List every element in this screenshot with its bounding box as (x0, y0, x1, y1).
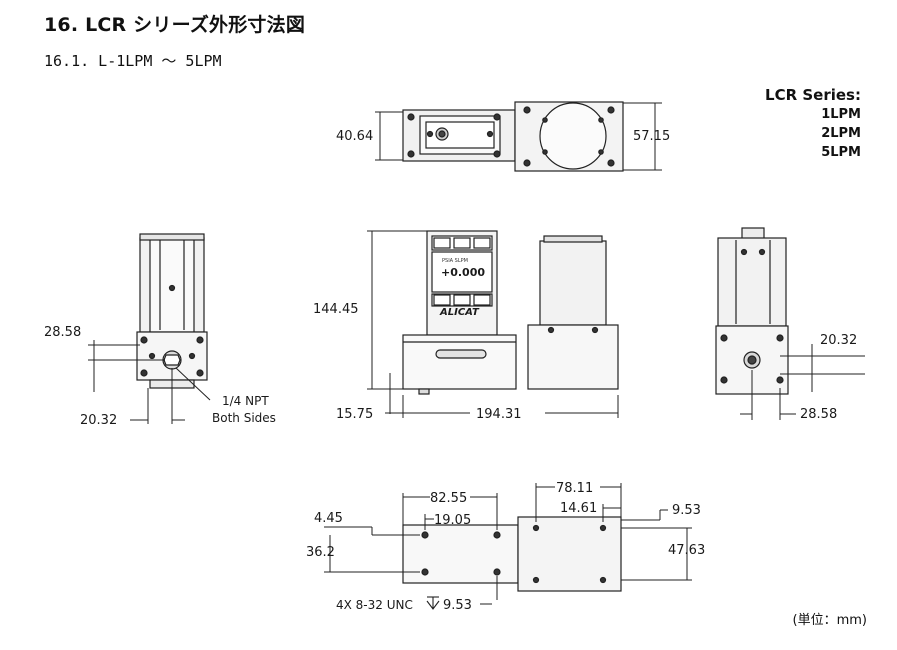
dim-bottom-362: 36.2 (306, 545, 335, 560)
section-title: 16.1. L-1LPM ～ 5LPM (44, 52, 222, 70)
right-side-dims (740, 344, 865, 420)
left-side-dims (88, 340, 211, 424)
display-brand: ALICAT (439, 307, 480, 318)
left-side-view (136, 233, 208, 389)
thread-depth: 9.53 (443, 598, 472, 613)
top-view-dims (375, 102, 662, 171)
front-view-dims (367, 230, 619, 418)
dim-front-base: 15.75 (336, 407, 373, 422)
dim-bottom-445: 4.45 (314, 511, 343, 526)
npt-label-line1: 1/4 NPT (222, 394, 269, 408)
front-view (402, 230, 619, 395)
dim-side-port-height: 28.58 (44, 325, 81, 340)
dim-bottom-1461: 14.61 (560, 501, 597, 516)
page-title: 16. LCR シリーズ外形寸法図 (44, 14, 306, 36)
right-side-view (715, 227, 789, 395)
series-model-1: 1LPM (821, 107, 861, 122)
series-model-2: 2LPM (821, 126, 861, 141)
top-view (402, 101, 624, 172)
unit-note: (単位：mm) (792, 613, 867, 628)
dim-bottom-953: 9.53 (672, 503, 701, 518)
dim-bottom-7811: 78.11 (556, 481, 593, 496)
bottom-view-dims (324, 483, 692, 605)
dim-top-width: 40.64 (336, 129, 373, 144)
dim-right-height: 20.32 (820, 333, 857, 348)
series-list: LCR Series: 1LPM 2LPM 5LPM (765, 86, 861, 162)
npt-label-line2: Both Sides (212, 411, 276, 425)
series-model-3: 5LPM (821, 145, 861, 160)
series-title: LCR Series: (765, 86, 861, 104)
thread-note: 4X 8-32 UNC (336, 598, 413, 612)
dim-bottom-4763: 47.63 (668, 543, 705, 558)
depth-symbol-icon (426, 596, 440, 610)
bottom-view (402, 516, 622, 592)
dim-front-height: 144.45 (313, 302, 359, 317)
dim-bottom-8255: 82.55 (430, 491, 467, 506)
dim-side-port-offset: 20.32 (80, 413, 117, 428)
dim-right-width: 28.58 (800, 407, 837, 422)
display-reading: +0.000 (441, 266, 485, 279)
display-small-text: PSIA SLPM (442, 258, 468, 264)
dim-front-length: 194.31 (476, 407, 522, 422)
dim-bottom-1905: 19.05 (434, 513, 471, 528)
dim-top-height: 57.15 (633, 129, 670, 144)
